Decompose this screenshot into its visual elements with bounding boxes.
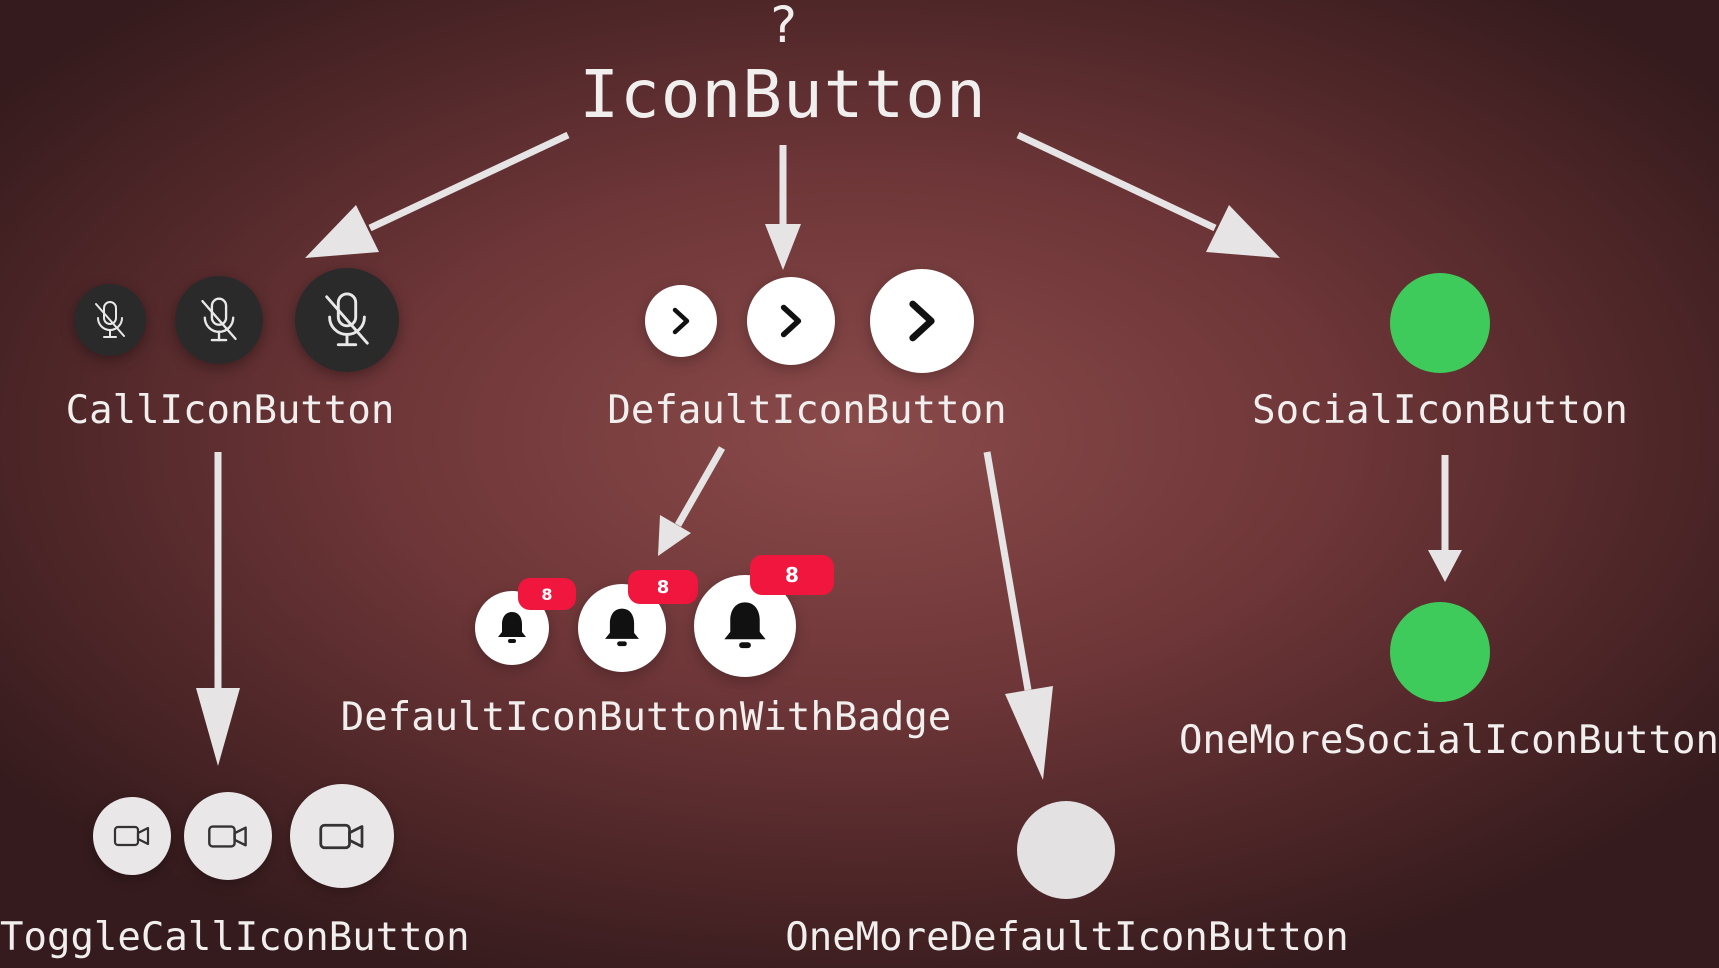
arrow-head-default-to-onemore [1005, 686, 1053, 780]
badge-count-small: 8 [518, 578, 576, 610]
one-more-social-label: OneMoreSocialIconButton [1178, 718, 1719, 763]
bell-icon [498, 612, 526, 643]
toggle-call-icon-button-large[interactable] [290, 784, 394, 888]
one-more-default-icon-button[interactable] [1017, 801, 1115, 899]
bell-icon [724, 602, 766, 649]
arrow-head-default-to-badge [658, 515, 691, 556]
call-icon-button-large[interactable] [295, 268, 399, 372]
mic-off-icon [325, 292, 369, 347]
arrow-head-root-to-default [765, 224, 801, 270]
call-icon-button-small[interactable] [74, 284, 146, 356]
arrow-head-social-to-onemore [1428, 550, 1462, 582]
mic-off-icon [95, 301, 125, 338]
default-icon-button-label: DefaultIconButton [607, 388, 1007, 433]
chevron-right-icon [672, 307, 690, 335]
toggle-call-icon-button-medium[interactable] [184, 792, 272, 880]
video-camera-icon [113, 825, 150, 847]
call-icon-button-medium[interactable] [175, 276, 263, 364]
call-icon-button-label: CallIconButton [65, 388, 395, 433]
arrow-head-root-to-call [305, 205, 379, 258]
bell-icon [605, 608, 639, 647]
one-more-default-label: OneMoreDefaultIconButton [785, 915, 1349, 960]
chevron-right-icon [909, 300, 935, 342]
social-icon-button[interactable] [1390, 273, 1490, 373]
badge-count-large: 8 [750, 555, 834, 595]
toggle-call-icon-button-small[interactable] [93, 797, 171, 875]
root-title: IconButton [579, 56, 987, 133]
social-icon-button-label: SocialIconButton [1252, 388, 1628, 433]
default-icon-button-medium[interactable] [747, 277, 835, 365]
arrow-default-to-onemore [983, 451, 1032, 691]
chevron-right-icon [780, 304, 802, 338]
default-icon-button-large[interactable] [870, 269, 974, 373]
one-more-social-icon-button[interactable] [1390, 602, 1490, 702]
video-camera-icon [319, 823, 364, 849]
mic-off-icon [201, 297, 237, 342]
arrow-default-to-badge [674, 446, 726, 527]
arrow-root-to-social [1016, 131, 1217, 232]
default-badge-label: DefaultIconButtonWithBadge [340, 695, 952, 740]
arrow-head-root-to-social [1206, 205, 1280, 258]
arrow-root-to-call [368, 131, 570, 232]
video-camera-icon [208, 824, 247, 848]
badge-count-medium: 8 [628, 570, 698, 604]
arrow-head-call-to-toggle [196, 688, 240, 766]
default-icon-button-small[interactable] [645, 285, 717, 357]
toggle-call-icon-button-label: ToggleCallIconButton [0, 915, 470, 960]
question-mark: ? [767, 0, 799, 54]
